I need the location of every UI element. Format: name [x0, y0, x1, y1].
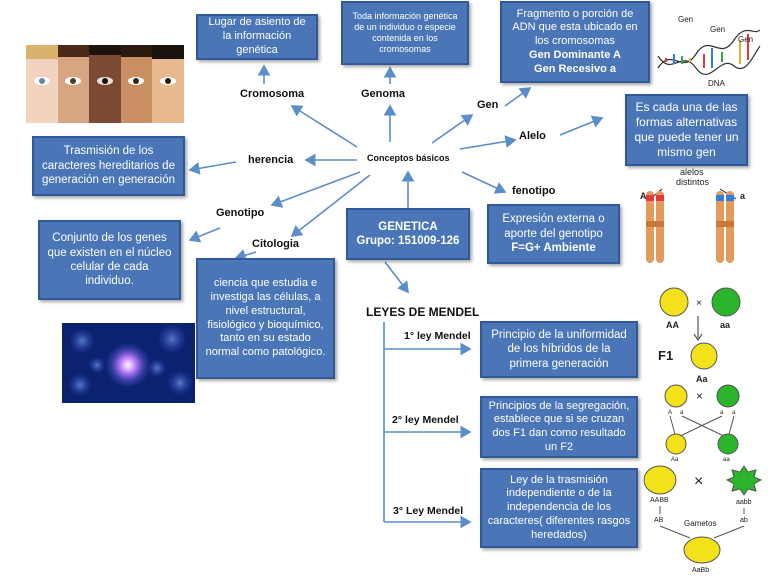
cromosoma-definition-box: Lugar de asiento de la información genét…	[196, 14, 318, 60]
cross2-label-1: A	[668, 410, 672, 416]
fenotipo-def-line-3: F=G+ Ambiente	[511, 242, 596, 255]
alelo-label: Alelo	[519, 130, 546, 142]
citologia-label: Citologia	[252, 238, 300, 250]
cross1-p1: AA	[666, 320, 679, 330]
svg-text:×: ×	[696, 298, 702, 309]
cross1-result: Aa	[696, 374, 708, 384]
fenotipo-label: fenotipo	[512, 185, 556, 197]
citologia-definition: ciencia que estudia e investiga las célu…	[205, 277, 326, 358]
gen-def-line-4: Gen Dominante A	[529, 48, 621, 61]
cross2-label-2: a	[680, 410, 684, 416]
citologia-definition-box: ciencia que estudia e investiga las célu…	[196, 258, 335, 379]
arrow-to-fenotipo	[461, 171, 507, 194]
herencia-label: herencia	[248, 154, 294, 166]
gen-def-line-5: Gen Recesivo a	[534, 62, 616, 75]
dna-label-gen-3: Gen	[738, 35, 753, 44]
cross3-image: × AABB aabb AB ab Gametos AaBb	[640, 462, 765, 574]
arrow-up-gen-def	[504, 87, 532, 107]
arrow-to-citologia	[290, 174, 371, 237]
alleles-image-art: alelos distintos A a	[640, 167, 746, 263]
dna-image-art: Gen Gen Gen DNA	[657, 15, 761, 88]
arrow-to-mendel	[384, 261, 409, 294]
fenotipo-def-line-2: aporte del genotipo	[504, 227, 603, 240]
law1-label: 1° ley Mendel	[404, 330, 471, 342]
alelo-definition: Es cada una de las formas alternativas q…	[634, 100, 739, 159]
law2-label: 2° ley Mendel	[392, 414, 459, 426]
cross3-g2: ab	[740, 517, 748, 524]
genotipo-definition-box: Conjunto de los genes que existen en el …	[38, 220, 181, 300]
cross1-image-art: × AA aa F1 Aa	[658, 287, 741, 384]
fenotipo-definition-box: Expresión externa o aporte del genotipo …	[487, 204, 620, 264]
gen-definition-box: Fragmento o porción de ADN que esta ubic…	[500, 1, 650, 83]
cross2-label-3: a	[720, 410, 724, 416]
cells-photo	[62, 323, 195, 403]
arrow-to-genotipo-def	[188, 227, 221, 243]
gen-def-line-3: los cromosomas	[534, 35, 616, 48]
cross3-image-art: × AABB aabb AB ab Gametos AaBb	[643, 465, 763, 574]
genotipo-label: Genotipo	[216, 207, 265, 219]
fenotipo-def-line-1: Expresión externa o	[502, 213, 605, 226]
dna-label-gen-2: Gen	[710, 25, 725, 34]
alleles-image: alelos distintos A a	[640, 165, 752, 265]
svg-text:×: ×	[694, 473, 703, 490]
law1-definition-box: Principio de la uniformidad de los híbri…	[480, 321, 638, 378]
arrow-to-herencia-def	[188, 161, 237, 175]
faces-photo	[26, 45, 184, 123]
law1-definition: Principio de la uniformidad de los híbri…	[491, 328, 627, 370]
svg-text:×: ×	[696, 389, 703, 403]
herencia-definition-box: Trasmisión de los caracteres hereditario…	[32, 136, 185, 196]
genoma-label: Genoma	[361, 88, 406, 100]
cromosoma-definition: Lugar de asiento de la información genét…	[208, 16, 306, 56]
dna-label-gen-1: Gen	[678, 15, 693, 24]
cross1-image: × AA aa F1 Aa	[650, 282, 760, 384]
cross2-label-6: aa	[723, 457, 730, 462]
cross1-f1: F1	[658, 348, 673, 363]
law3-definition-box: Ley de la trasmisión independiente o de …	[480, 468, 638, 548]
dna-image: Gen Gen Gen DNA	[652, 6, 764, 90]
cromosoma-label: Cromosoma	[240, 88, 305, 100]
genetica-title: GENETICA	[378, 220, 438, 233]
arrow-to-cromosoma	[290, 105, 358, 148]
cross2-label-4: a	[732, 410, 736, 416]
law2-definition-box: Principios de la segregación, establece …	[480, 396, 638, 458]
arrow-to-alelo-def	[559, 115, 604, 136]
faces-photo-art	[26, 45, 184, 123]
cells-photo-art	[62, 323, 195, 403]
law2-definition: Principios de la segregación, establece …	[488, 399, 630, 453]
cross3-g1: AB	[654, 517, 664, 524]
genotipo-definition: Conjunto de los genes que existen en el …	[47, 232, 172, 288]
dna-label-dna: DNA	[708, 79, 726, 88]
genoma-definition-box: Toda información genética de un individu…	[341, 1, 469, 65]
alelo-definition-box: Es cada una de las formas alternativas q…	[625, 94, 748, 166]
cross1-p2: aa	[720, 320, 731, 330]
alleles-title-1: alelos	[680, 167, 704, 177]
arrow-to-citologia-def	[234, 249, 257, 262]
arrow-to-genotipo	[270, 171, 361, 208]
cross2-image: × A a a a Aa aa	[652, 382, 757, 463]
genetica-group: Grupo: 151009-126	[356, 235, 460, 247]
mendel-title: LEYES DE MENDEL	[366, 305, 480, 319]
gen-label: Gen	[477, 99, 499, 111]
center-label: Conceptos básicos	[367, 153, 450, 163]
arrow-to-alelo	[459, 135, 517, 150]
allele-right-letter: a	[740, 191, 746, 201]
cross3-result: AaBb	[692, 567, 709, 574]
cross2-image-art: × A a a a Aa aa	[664, 384, 740, 463]
arrow-to-gen	[431, 114, 474, 144]
law3-definition: Ley de la trasmisión independiente o de …	[487, 473, 631, 541]
cross2-label-5: Aa	[671, 457, 679, 462]
allele-left-letter: A	[640, 191, 647, 201]
cross3-p2: aabb	[736, 499, 752, 506]
genoma-definition: Toda información genética de un individu…	[352, 10, 458, 55]
law3-label: 3° Ley Mendel	[393, 505, 464, 517]
alleles-title-2: distintos	[676, 177, 710, 187]
gen-def-line-2: ADN que esta ubicado en	[512, 21, 638, 34]
gen-def-line-1: Fragmento o porción de	[516, 7, 634, 20]
herencia-definition: Trasmisión de los caracteres hereditario…	[42, 145, 175, 187]
genetica-box: GENETICA Grupo: 151009-126	[346, 208, 470, 260]
cross3-p1: AABB	[650, 497, 669, 504]
cross3-gametos: Gametos	[684, 519, 716, 528]
